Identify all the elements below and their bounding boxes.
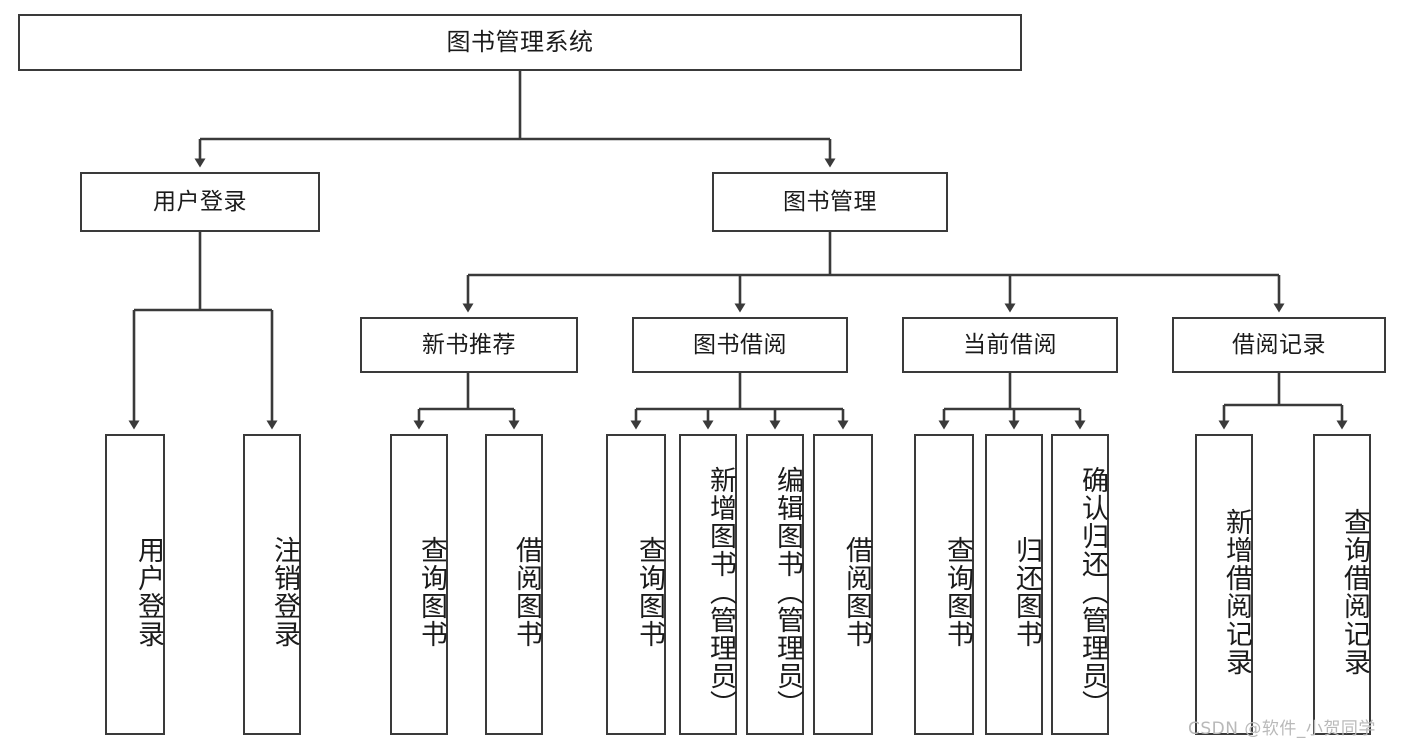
node-user-login-label: 用户登录 (153, 188, 247, 215)
leaf-confirm-return-admin-label: 确认归还（管理员） (1077, 465, 1108, 718)
watermark: CSDN @软件_小贺同学 (1188, 719, 1376, 739)
leaf-borrow-book-2[interactable]: 借阅图书 (813, 434, 873, 735)
leaf-logout-login-label: 注销登录 (269, 535, 300, 648)
leaf-return-book[interactable]: 归还图书 (985, 434, 1043, 735)
leaf-query-book-3-label: 查询图书 (942, 535, 973, 648)
node-new-book-recommend[interactable]: 新书推荐 (360, 317, 578, 373)
leaf-add-book-admin[interactable]: 新增图书（管理员） (679, 434, 737, 735)
node-current-borrow[interactable]: 当前借阅 (902, 317, 1118, 373)
leaf-borrow-book-1-label: 借阅图书 (511, 535, 542, 648)
leaf-query-book-2[interactable]: 查询图书 (606, 434, 666, 735)
leaf-edit-book-admin-label: 编辑图书（管理员） (772, 465, 803, 718)
leaf-add-book-admin-label: 新增图书（管理员） (705, 465, 736, 718)
node-current-borrow-label: 当前借阅 (963, 331, 1057, 358)
node-user-login[interactable]: 用户登录 (80, 172, 320, 232)
leaf-edit-book-admin[interactable]: 编辑图书（管理员） (746, 434, 804, 735)
node-book-borrow-label: 图书借阅 (693, 331, 787, 358)
node-book-borrow[interactable]: 图书借阅 (632, 317, 848, 373)
leaf-return-book-label: 归还图书 (1011, 535, 1042, 648)
leaf-borrow-book-2-label: 借阅图书 (841, 535, 872, 648)
leaf-borrow-book-1[interactable]: 借阅图书 (485, 434, 543, 735)
leaf-query-borrow-record-label: 查询借阅记录 (1339, 507, 1370, 676)
node-borrow-record-label: 借阅记录 (1232, 331, 1326, 358)
leaf-query-book-2-label: 查询图书 (634, 535, 665, 648)
leaf-confirm-return-admin[interactable]: 确认归还（管理员） (1051, 434, 1109, 735)
node-new-book-recommend-label: 新书推荐 (422, 331, 516, 358)
leaf-logout-login[interactable]: 注销登录 (243, 434, 301, 735)
node-root[interactable]: 图书管理系统 (18, 14, 1022, 71)
node-book-manage[interactable]: 图书管理 (712, 172, 948, 232)
leaf-add-borrow-record[interactable]: 新增借阅记录 (1195, 434, 1253, 735)
leaf-query-book-1[interactable]: 查询图书 (390, 434, 448, 735)
leaf-query-borrow-record[interactable]: 查询借阅记录 (1313, 434, 1371, 735)
leaf-user-login[interactable]: 用户登录 (105, 434, 165, 735)
leaf-add-borrow-record-label: 新增借阅记录 (1221, 507, 1252, 676)
node-book-manage-label: 图书管理 (783, 188, 877, 215)
leaf-user-login-label: 用户登录 (133, 535, 164, 648)
leaf-query-book-1-label: 查询图书 (416, 535, 447, 648)
node-borrow-record[interactable]: 借阅记录 (1172, 317, 1386, 373)
node-root-label: 图书管理系统 (446, 27, 594, 56)
leaf-query-book-3[interactable]: 查询图书 (914, 434, 974, 735)
